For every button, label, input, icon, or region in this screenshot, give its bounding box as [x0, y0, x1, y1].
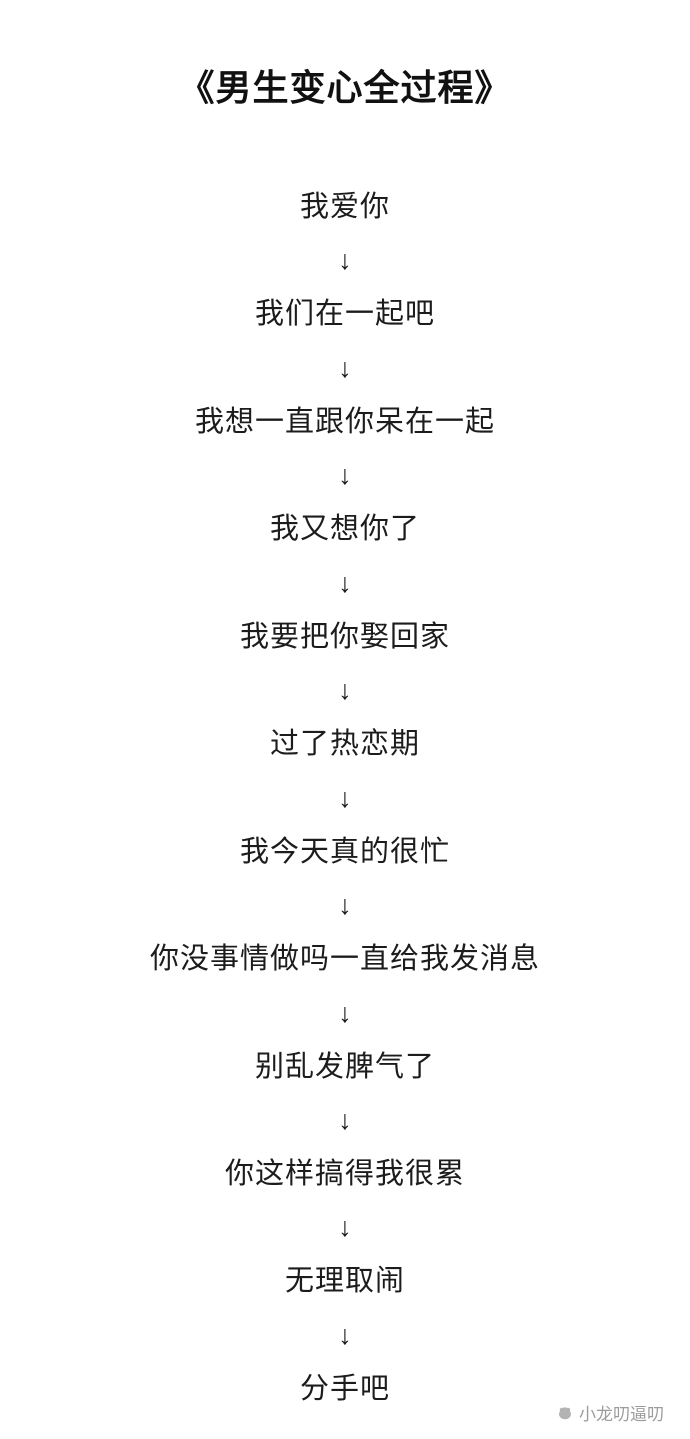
flow-step: 无理取闹 — [284, 1265, 405, 1298]
watermark-text: 小龙叨逼叨 — [579, 1404, 664, 1424]
down-arrow: ↓ — [338, 782, 352, 813]
flow-step: 你这样搞得我很累 — [224, 1157, 465, 1190]
watermark: 小龙叨逼叨 — [556, 1405, 664, 1423]
down-arrow: ↓ — [338, 1104, 352, 1135]
flow-step: 分手吧 — [299, 1372, 390, 1405]
page-title: 《男生变心全过程》 — [178, 67, 512, 108]
flowchart: 我爱你 ↓ 我们在一起吧 ↓ 我想一直跟你呆在一起 ↓ 我又想你了 ↓ 我要把你娶回家 ↓ 过了热恋… — [149, 191, 540, 1405]
down-arrow: ↓ — [338, 890, 352, 921]
flow-step: 我要把你娶回家 — [239, 620, 450, 653]
down-arrow: ↓ — [338, 567, 352, 598]
down-arrow: ↓ — [338, 1212, 352, 1243]
down-arrow: ↓ — [338, 460, 352, 491]
down-arrow: ↓ — [338, 1319, 352, 1350]
flow-step: 别乱发脾气了 — [254, 1050, 435, 1083]
flow-step: 我今天真的很忙 — [239, 835, 450, 868]
flow-step: 我想一直跟你呆在一起 — [194, 405, 495, 438]
flow-step: 我又想你了 — [269, 513, 420, 546]
down-arrow: ↓ — [338, 352, 352, 383]
flow-step: 我爱你 — [299, 191, 390, 223]
flow-step: 你没事情做吗一直给我发消息 — [149, 943, 540, 976]
mascot-logo-icon — [556, 1405, 574, 1423]
flow-step: 我们在一起吧 — [254, 298, 435, 331]
down-arrow: ↓ — [338, 997, 352, 1028]
flow-step: 过了热恋期 — [269, 728, 420, 761]
down-arrow: ↓ — [338, 245, 352, 276]
down-arrow: ↓ — [338, 675, 352, 706]
